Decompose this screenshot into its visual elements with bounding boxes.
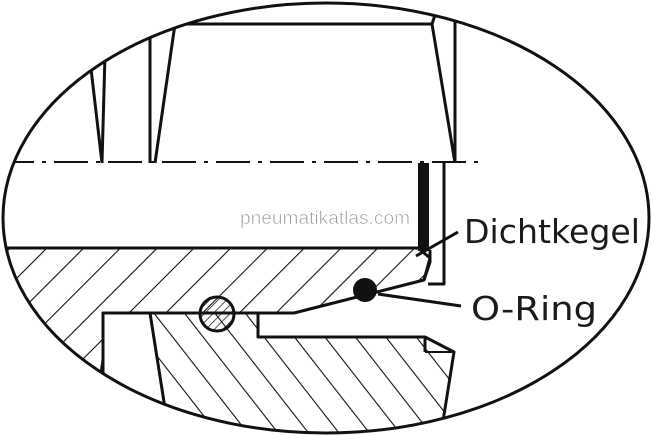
watermark: pneumatikatlas.com: [240, 208, 410, 228]
o-ring-leader: [377, 292, 462, 308]
body-section-lower: [148, 311, 456, 433]
o-ring-marker: [353, 278, 377, 302]
sealing-cone: [418, 163, 429, 251]
sealing-cone-leader: [415, 230, 459, 258]
thread-profile: [88, 3, 457, 164]
label-sealing-cone: Dichtkegel: [464, 212, 640, 251]
o-ring-section: [198, 295, 236, 333]
label-o-ring: O-Ring: [471, 289, 597, 328]
